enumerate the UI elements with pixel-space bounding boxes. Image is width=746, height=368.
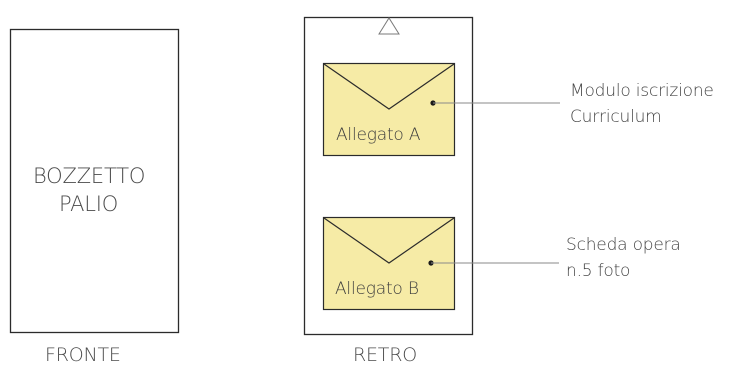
- envelope-b-content-1: Scheda opera: [566, 235, 681, 255]
- front-card: [9, 28, 180, 334]
- front-title-line2: PALIO: [59, 192, 119, 216]
- front-title-line1: BOZZETTO: [33, 164, 146, 188]
- back-caption: RETRO: [353, 344, 417, 366]
- leader-line-b: [428, 260, 559, 266]
- envelope-a-icon: [322, 62, 456, 157]
- envelope-b-label: Allegato B: [335, 279, 419, 299]
- envelope-a-content-2: Curriculum: [570, 107, 662, 127]
- orientation-triangle-icon: [378, 17, 400, 35]
- envelope-a-content-1: Modulo iscrizione: [570, 81, 714, 101]
- leader-line-a: [430, 100, 560, 106]
- envelope-a-label: Allegato A: [336, 125, 421, 145]
- envelope-b-content-2: n.5 foto: [566, 261, 631, 281]
- front-caption: FRONTE: [45, 344, 121, 366]
